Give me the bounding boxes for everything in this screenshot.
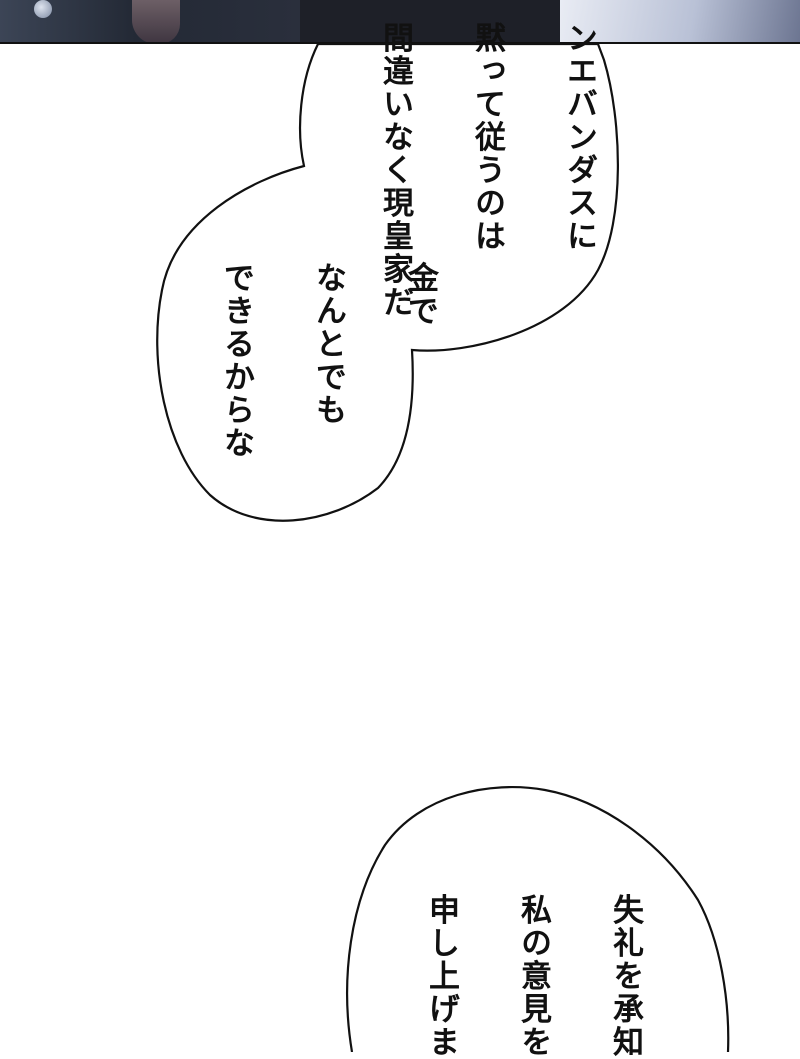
text-line: 金で [402,261,438,328]
text-line: なんとでも [310,261,346,427]
speech-text-lower: 失礼を承知 私の意見を 申し上げま [418,868,694,1059]
text-line: 黙って従うのは [469,21,505,253]
panel-art-left [0,0,300,44]
speech-bubble-upper [156,42,619,522]
text-line: できるからな [218,261,254,460]
light-orb [34,0,52,18]
text-line: 私の意見を [515,893,551,1059]
panel-art-dark [300,0,560,44]
text-line: 間違いなく現皇家だ [377,21,413,319]
speech-bubble-lower [346,786,730,1052]
speech-text-upper-left: 金で なんとでも できるからな [213,236,489,476]
speech-text-upper-right: ンエバンダスに 黙って従うのは 間違いなく現皇家だ [372,0,648,319]
text-line: 申し上げま [423,893,459,1059]
character-hand [132,0,180,44]
text-line: ンエバンダスに [561,21,597,253]
text-line: 失礼を承知 [607,893,643,1059]
panel-art-right [560,0,800,44]
